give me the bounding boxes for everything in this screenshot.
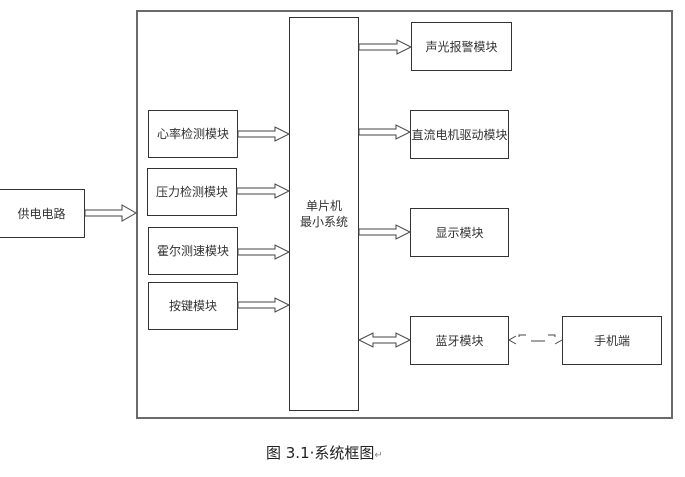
arrow-mcu-to-display	[358, 224, 412, 240]
input-module-label: 心率检测模块	[156, 127, 229, 141]
paragraph-mark-icon: ↵	[374, 450, 383, 461]
system-frame	[136, 10, 673, 419]
output-module-label: 声光报警模块	[425, 39, 498, 54]
power-supply-box: 供电电路	[0, 189, 85, 238]
arrow-hall-to-mcu	[237, 244, 291, 260]
output-module-bluetooth: 蓝牙模块	[410, 316, 509, 365]
arrow-buttons-to-mcu	[237, 297, 291, 313]
input-module-buttons: 按键模块	[148, 282, 238, 330]
input-module-label: 霍尔测速模块	[156, 244, 229, 258]
arrow-mcu-bluetooth-bidirectional	[357, 332, 412, 348]
phone-label: 手机端	[593, 333, 630, 348]
mcu-label-line2: 最小系统	[299, 215, 348, 229]
figure-caption: 图 3.1·系统框图↵	[266, 442, 383, 463]
input-module-hall-speed: 霍尔测速模块	[148, 227, 238, 275]
output-module-alarm: 声光报警模块	[411, 22, 512, 71]
power-supply-label: 供电电路	[17, 206, 66, 221]
mcu-label-line1: 单片机	[305, 199, 342, 213]
output-module-label: 直流电机驱动模块	[411, 127, 508, 142]
arrow-power-to-system	[84, 204, 138, 222]
phone-box: 手机端	[562, 316, 662, 365]
output-module-label: 蓝牙模块	[435, 333, 484, 348]
arrow-mcu-to-alarm	[358, 39, 413, 55]
input-module-heart-rate: 心率检测模块	[148, 110, 238, 158]
output-module-label: 显示模块	[435, 225, 484, 240]
arrow-mcu-to-motor	[358, 124, 412, 140]
input-module-label: 按键模块	[168, 299, 217, 313]
output-module-dc-motor: 直流电机驱动模块	[410, 110, 509, 159]
arrow-pressure-to-mcu	[236, 183, 291, 199]
caption-text: 图 3.1·系统框图	[266, 444, 375, 462]
output-module-display: 显示模块	[410, 208, 509, 257]
input-module-label: 压力检测模块	[155, 185, 228, 199]
arrow-heart-rate-to-mcu	[237, 126, 291, 142]
arrow-bluetooth-phone-wireless	[507, 334, 563, 345]
mcu-box: 单片机 最小系统	[289, 17, 359, 411]
